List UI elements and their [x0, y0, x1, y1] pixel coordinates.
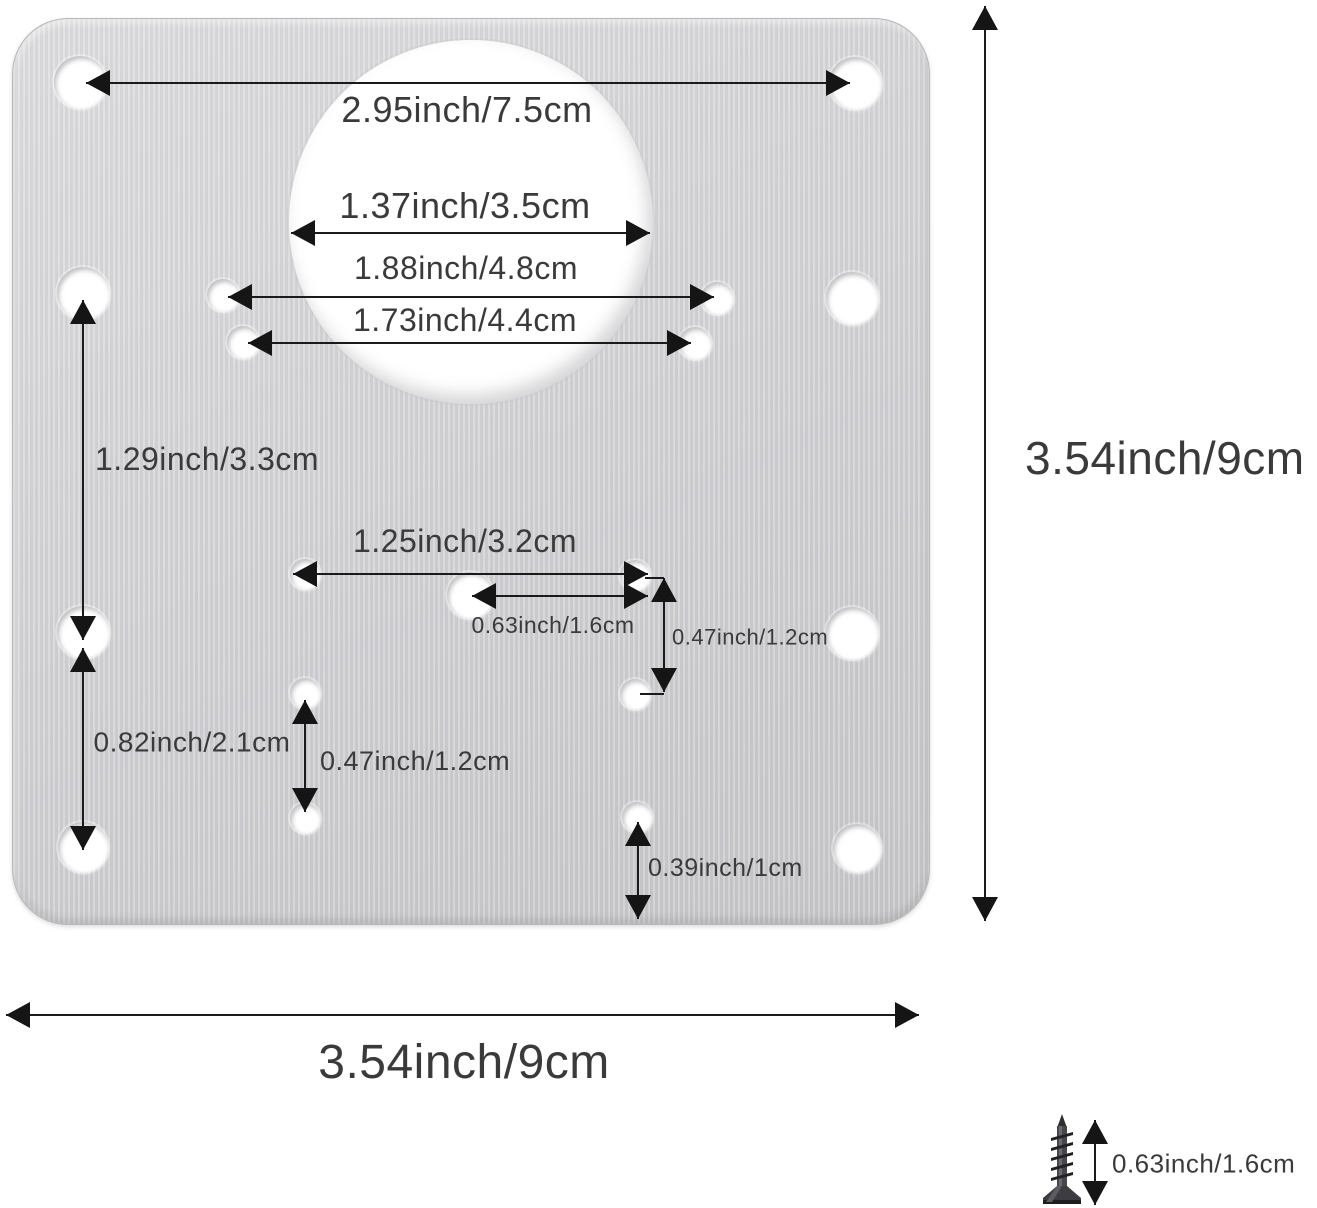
arrowhead-left	[291, 220, 315, 246]
dim-label-cup-diameter: 1.37inch/3.5cm	[339, 185, 591, 227]
dim-label-upper-span-b: 1.73inch/4.4cm	[352, 302, 578, 339]
dimension-line	[86, 82, 850, 84]
dimension-line	[82, 300, 84, 640]
dimension-line	[82, 648, 84, 850]
dimension-line	[637, 822, 639, 919]
arrowhead-down	[625, 895, 651, 919]
dimension-line	[6, 1014, 919, 1016]
dimension-line	[293, 573, 648, 575]
dimension-line	[640, 693, 664, 695]
dim-label-cluster-width: 1.25inch/3.2cm	[352, 523, 578, 560]
arrowhead-right	[624, 561, 648, 587]
arrowhead-down	[70, 826, 96, 850]
arrowhead-down	[1082, 1181, 1108, 1205]
dim-label-plate-top-width: 2.95inch/7.5cm	[341, 89, 593, 131]
dimension-line	[228, 296, 714, 298]
dim-label-left-span-lower: 0.82inch/2.1cm	[93, 726, 291, 758]
arrowhead-down	[651, 668, 677, 692]
arrowhead-down	[70, 616, 96, 640]
dimension-line	[663, 578, 665, 692]
dim-label-plate-height: 3.54inch/9cm	[1025, 431, 1305, 484]
dim-label-left-span-upper: 1.29inch/3.3cm	[95, 441, 320, 478]
dim-label-plate-width-bottom: 3.54inch/9cm	[318, 1035, 610, 1089]
dim-label-screw-length: 0.63inch/1.6cm	[1112, 1148, 1296, 1179]
dim-label-cluster-right-vspan: 0.47inch/1.2cm	[672, 624, 829, 650]
arrowhead-right	[895, 1002, 919, 1028]
dim-label-upper-span-a: 1.88inch/4.8cm	[353, 250, 579, 287]
arrowhead-right	[826, 70, 850, 96]
dim-label-cluster-half-width: 0.63inch/1.6cm	[471, 611, 635, 638]
dimension-line	[304, 700, 306, 812]
arrowhead-up	[292, 700, 318, 724]
dimension-line	[248, 342, 691, 344]
arrowhead-left	[228, 284, 252, 310]
dimension-line	[1094, 1120, 1096, 1205]
dim-label-cluster-left-vspan: 0.47inch/1.2cm	[320, 745, 511, 776]
arrowhead-left	[472, 583, 496, 609]
arrowhead-up	[972, 6, 998, 30]
arrowhead-left	[293, 561, 317, 587]
arrowhead-left	[6, 1002, 30, 1028]
dimension-line	[291, 232, 650, 234]
arrowhead-up	[651, 578, 677, 602]
arrowhead-right	[626, 220, 650, 246]
dimension-line	[472, 595, 648, 597]
screw-hole-corner-bottom-right	[833, 824, 881, 872]
screw-hole-right-lower	[826, 607, 878, 659]
arrowhead-up	[70, 648, 96, 672]
screw-icon	[1043, 1114, 1081, 1204]
arrowhead-up	[70, 300, 96, 324]
arrowhead-up	[625, 822, 651, 846]
arrowhead-up	[1082, 1120, 1108, 1144]
dim-label-bottom-hole-offset: 0.39inch/1cm	[648, 853, 803, 882]
arrowhead-left	[86, 70, 110, 96]
arrowhead-right	[624, 583, 648, 609]
arrowhead-down	[972, 897, 998, 921]
arrowhead-right	[667, 330, 691, 356]
screw-hole-right-upper	[826, 272, 878, 324]
arrowhead-left	[248, 330, 272, 356]
dimension-line	[984, 6, 986, 921]
arrowhead-down	[292, 788, 318, 812]
arrowhead-right	[690, 284, 714, 310]
